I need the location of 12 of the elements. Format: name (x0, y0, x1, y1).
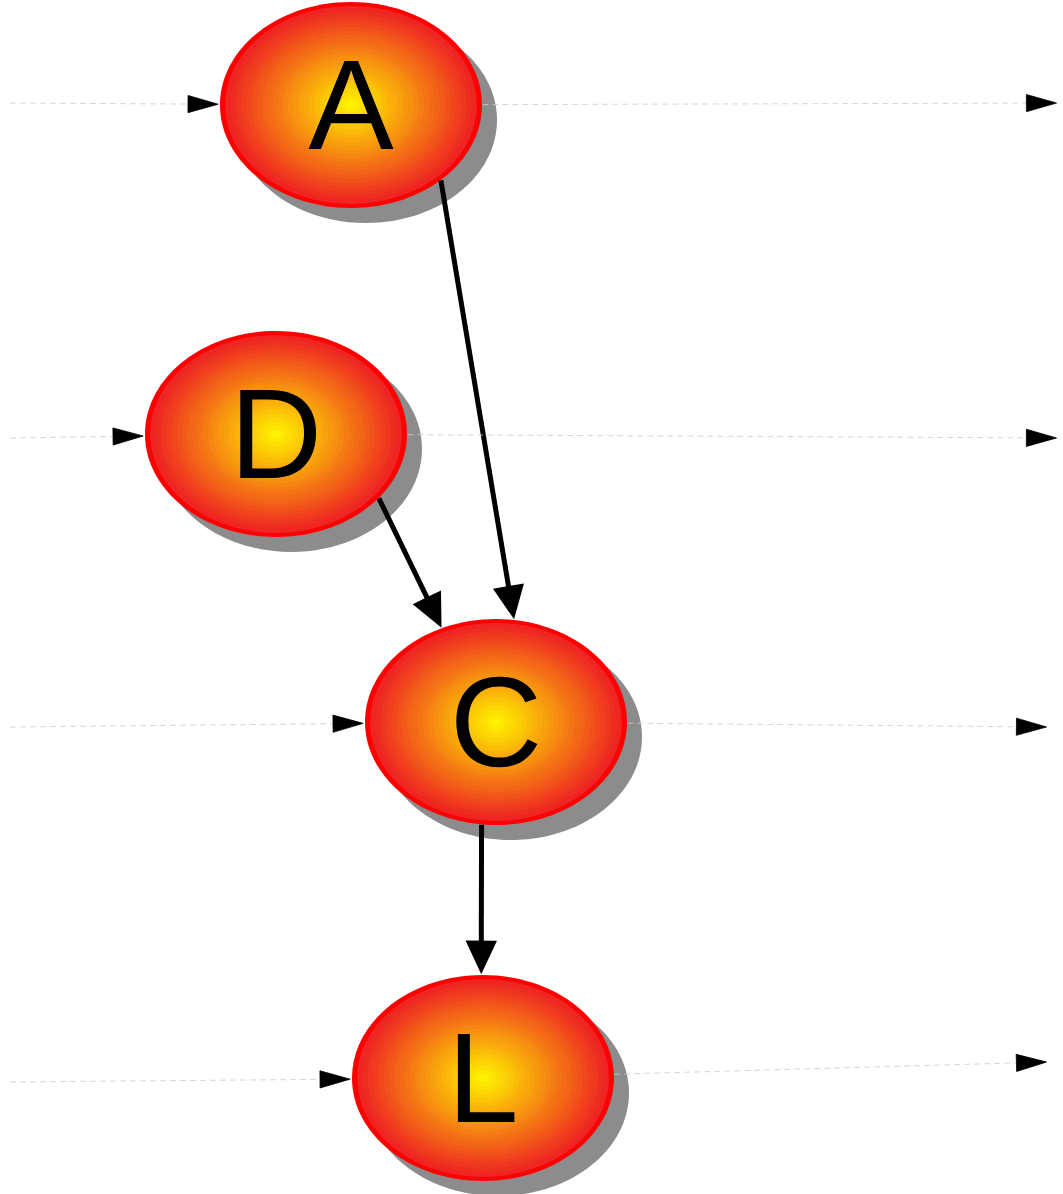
arrow (9, 714, 364, 733)
arrow (407, 428, 1057, 447)
arrow (613, 1053, 1047, 1075)
arrow (9, 427, 144, 446)
ellipse-node: D (145, 331, 422, 552)
arrow (9, 1070, 351, 1089)
arrow (627, 717, 1047, 736)
ellipse-node: L (352, 975, 629, 1194)
arrow (482, 94, 1057, 113)
arrow (9, 95, 219, 114)
ellipse-node: A (220, 2, 497, 223)
ellipse-node: C (365, 619, 642, 840)
